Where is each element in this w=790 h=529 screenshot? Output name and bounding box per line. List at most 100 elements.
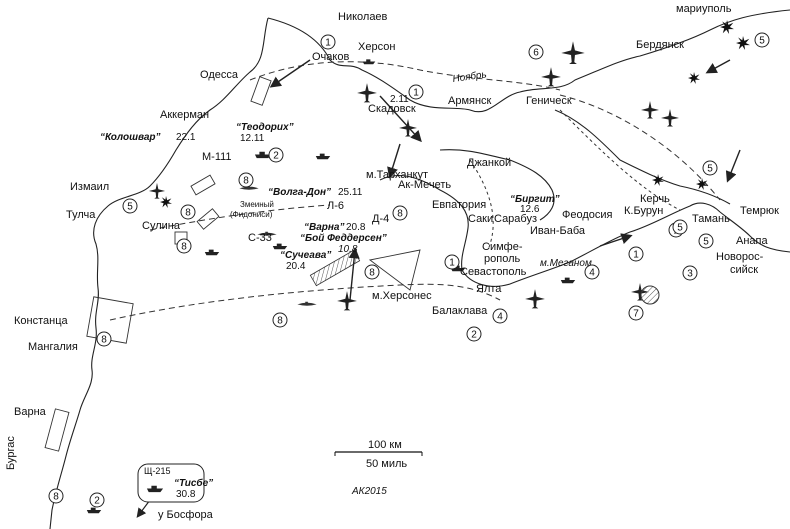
- marker-2: 2: [466, 326, 482, 342]
- marker-8: 8: [272, 312, 288, 328]
- city-anapa: Анапа: [736, 235, 768, 247]
- ship-suchava-name: “Сучеава”: [280, 250, 331, 261]
- marker-number: 2: [94, 496, 100, 507]
- route-genichesk-kerch: [559, 109, 681, 211]
- cape-meganom: м.Меганом: [540, 258, 592, 269]
- city-evpatoria: Евпатория: [432, 199, 486, 211]
- marker-number: 1: [413, 88, 419, 99]
- bosphorus-arrow: [136, 499, 151, 518]
- marker-number: 5: [759, 36, 765, 47]
- minefield: [250, 76, 272, 106]
- city-dzhankoy: Джанкой: [467, 157, 511, 169]
- explosion-icon: [688, 72, 700, 84]
- label-noyabr: Ноябрь: [452, 68, 488, 85]
- marker-number: 2: [273, 151, 279, 162]
- marker-8: 8: [392, 205, 408, 221]
- varna-minefield: [44, 408, 70, 452]
- marker-number: 1: [633, 250, 639, 261]
- ship-icon: [272, 243, 288, 250]
- city-constanta: Констанца: [14, 315, 69, 327]
- attack-arrow: [387, 143, 401, 179]
- city-kherson: Херсон: [358, 41, 395, 53]
- ship-tisbe-date: 30.8: [176, 489, 196, 500]
- ship-kolozhvar-date: 22.1: [176, 132, 196, 143]
- ship-icon: [560, 277, 576, 284]
- city-balaklava: Балаклава: [432, 305, 488, 317]
- ship-volga-don-name: “Волга-Дон”: [268, 187, 331, 198]
- bomber-icon: [541, 67, 561, 87]
- city-izmail: Измаил: [70, 181, 109, 193]
- ship-suchava-date: 20.4: [286, 261, 306, 272]
- marker-8: 8: [180, 204, 196, 220]
- marker-4: 4: [492, 308, 508, 324]
- cape-khersones: м.Херсонес: [372, 290, 432, 302]
- attack-arrow: [379, 95, 422, 143]
- marker-8: 8: [364, 264, 380, 280]
- sunk-ship-labels: “Колошвар” 22.1 “Теодорих” 12.11 “Волга-…: [100, 122, 560, 272]
- scale-miles: 50 миль: [366, 458, 407, 470]
- marker-5: 5: [672, 219, 688, 235]
- city-novorossiysk-2: сийск: [730, 264, 758, 276]
- marker-number: 8: [369, 268, 375, 279]
- coastline-north: [267, 9, 790, 113]
- label-bosphorus: у Босфора: [158, 509, 214, 521]
- marker-number: 5: [127, 202, 133, 213]
- label-date-2-11: 2.11: [390, 94, 409, 105]
- city-nikolaev: Николаев: [338, 11, 388, 23]
- city-yalta: Ялта: [476, 283, 502, 295]
- marker-number: 8: [185, 208, 191, 219]
- city-ak-mechet: Ак-Мечеть: [398, 179, 451, 191]
- minefield: [196, 208, 220, 230]
- plane-icon: [661, 109, 679, 127]
- coastline-odessa: [49, 17, 269, 529]
- city-novorossiysk: Новорос-: [716, 251, 764, 263]
- plane-icon: [525, 289, 545, 309]
- sub-d4: Д-4: [372, 213, 389, 225]
- cape-labels: м.Тарханкут м.Херсонес м.Меганом Змеиный…: [230, 169, 592, 302]
- tisbe-inset: Щ-215 “Тисбе” 30.8: [137, 463, 213, 503]
- target-area: [640, 285, 660, 305]
- plane-icon: [641, 101, 659, 119]
- marker-6: 6: [528, 44, 544, 60]
- marker-number: 5: [707, 164, 713, 175]
- attack-arrow: [269, 59, 311, 88]
- city-burgas: Бургас: [5, 436, 17, 470]
- marker-8: 8: [48, 488, 64, 504]
- ship-boy-feddersen-name: “Бой Феддерсен”: [300, 233, 387, 244]
- sub-shch215: Щ-215: [144, 466, 170, 476]
- marker-8: 8: [238, 172, 254, 188]
- marker-number: 8: [243, 176, 249, 187]
- marker-7: 7: [628, 305, 644, 321]
- marker-2: 2: [268, 147, 284, 163]
- city-feodosia: Феодосия: [562, 209, 613, 221]
- marker-5: 5: [702, 160, 718, 176]
- island-zmeiny: Змеиный: [240, 200, 274, 209]
- attack-arrow: [599, 233, 633, 247]
- coastline-crimea: [379, 174, 721, 287]
- ship-teodorikh-name: “Теодорих”: [236, 122, 294, 133]
- author-signature: АК2015: [351, 486, 387, 497]
- marker-number: 1: [449, 258, 455, 269]
- ship-varna-date: 20.8: [346, 222, 366, 233]
- marker-2: 2: [89, 492, 105, 508]
- marker-number: 3: [687, 269, 693, 280]
- coastline-kerch-caucasus: [719, 211, 790, 253]
- city-kerch: Керчь: [640, 193, 670, 205]
- explosion-icon: [720, 20, 734, 34]
- ship-varna-name: “Варна”: [304, 222, 345, 233]
- city-genichesk: Геническ: [526, 95, 572, 107]
- ship-volga-don-date: 25.11: [338, 187, 363, 198]
- city-odessa: Одесса: [200, 69, 239, 81]
- marker-5: 5: [698, 233, 714, 249]
- marker-1: 1: [320, 34, 336, 50]
- sub-m111: М-111: [202, 151, 232, 163]
- route-odessa-sevastopol: [249, 61, 561, 91]
- ship-kolozhvar-name: “Колошвар”: [100, 132, 161, 143]
- cape-tarkhankut: м.Тарханкут: [366, 169, 428, 181]
- marker-number: 1: [325, 38, 331, 49]
- marker-8: 8: [96, 331, 112, 347]
- plane-icon: [337, 291, 357, 311]
- attack-arrow: [705, 59, 731, 74]
